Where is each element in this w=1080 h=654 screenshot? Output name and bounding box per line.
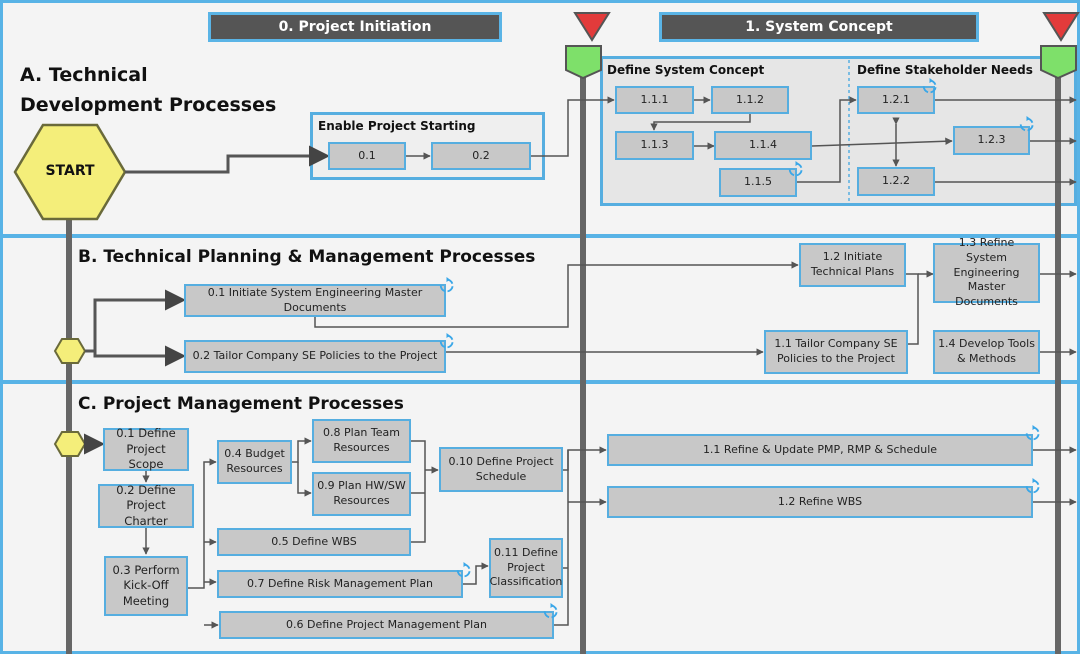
process-box-1-2-3[interactable]: 1.2.3 <box>953 126 1030 155</box>
gate-red-triangle-2 <box>1042 12 1080 42</box>
lane-a-title: A. Technical Development Processes <box>20 60 276 120</box>
process-box-1-2-2[interactable]: 1.2.2 <box>857 167 935 196</box>
gate-red-triangle-1 <box>573 12 611 42</box>
process-box-c-1-2[interactable]: 1.2 Refine WBS <box>607 486 1033 518</box>
process-box-b-1-3[interactable]: 1.3 Refine System Engineering Master Doc… <box>933 236 1040 308</box>
iteration-icon <box>1019 116 1034 132</box>
lane-b-hexagon <box>53 338 87 364</box>
iteration-icon <box>922 78 937 94</box>
process-box-c-0-1[interactable]: 0.1 Define Project Scope <box>103 426 189 471</box>
process-box-1-1-1[interactable]: 1.1.1 <box>615 86 694 114</box>
process-box-b-1-2[interactable]: 1.2 Initiate Technical Plans <box>799 243 906 287</box>
lane-c-title: C. Project Management Processes <box>78 394 404 414</box>
phase-header-project-initiation: 0. Project Initiation <box>208 12 502 42</box>
process-box-b-0-2[interactable]: 0.2 Tailor Company SE Policies to the Pr… <box>184 340 446 373</box>
process-box-1-1-3[interactable]: 1.1.3 <box>615 131 694 160</box>
process-box-b-0-1[interactable]: 0.1 Initiate System Engineering Master D… <box>184 284 446 317</box>
process-box-c-0-2[interactable]: 0.2 Define Project Charter <box>98 483 194 528</box>
process-box-1-1-5[interactable]: 1.1.5 <box>719 168 797 197</box>
iteration-icon <box>1025 425 1040 441</box>
process-box-1-2-1[interactable]: 1.2.1 <box>857 86 935 114</box>
process-box-1-1-2[interactable]: 1.1.2 <box>711 86 789 114</box>
group-enable-title: Enable Project Starting <box>318 119 476 133</box>
process-box-c-0-6[interactable]: 0.6 Define Project Management Plan <box>219 611 554 639</box>
process-box-c-0-9[interactable]: 0.9 Plan HW/SW Resources <box>312 472 411 516</box>
group-stakeholder-title: Define Stakeholder Needs <box>857 63 1033 77</box>
process-box-c-1-1[interactable]: 1.1 Refine & Update PMP, RMP & Schedule <box>607 434 1033 466</box>
process-box-1-1-4[interactable]: 1.1.4 <box>714 131 812 160</box>
phase-header-system-concept: 1. System Concept <box>659 12 979 42</box>
start-label: START <box>45 163 95 179</box>
process-box-0-2[interactable]: 0.2 <box>431 142 531 170</box>
process-box-c-0-4[interactable]: 0.4 Budget Resources <box>217 440 292 484</box>
lane-c-hexagon <box>53 431 87 457</box>
lane-a-title-line1: A. Technical <box>20 64 148 86</box>
process-box-b-1-4[interactable]: 1.4 Develop Tools & Methods <box>933 330 1040 374</box>
process-box-c-0-11[interactable]: 0.11 Define Project Classification <box>489 538 563 598</box>
gate-green-2 <box>1040 45 1077 80</box>
group-concept-title: Define System Concept <box>607 63 765 77</box>
gate-green-1 <box>565 45 602 80</box>
process-box-c-0-5[interactable]: 0.5 Define WBS <box>217 528 411 556</box>
process-box-c-0-10[interactable]: 0.10 Define Project Schedule <box>439 447 563 492</box>
process-box-c-0-3[interactable]: 0.3 Perform Kick-Off Meeting <box>104 556 188 616</box>
iteration-icon <box>439 277 454 293</box>
iteration-icon <box>1025 478 1040 494</box>
iteration-icon <box>543 603 558 619</box>
process-box-c-0-8[interactable]: 0.8 Plan Team Resources <box>312 419 411 463</box>
process-box-0-1[interactable]: 0.1 <box>328 142 406 170</box>
process-box-b-1-1[interactable]: 1.1 Tailor Company SE Policies to the Pr… <box>764 330 908 374</box>
lane-a-title-line2: Development Processes <box>20 94 277 116</box>
iteration-icon <box>439 333 454 349</box>
process-box-c-0-7[interactable]: 0.7 Define Risk Management Plan <box>217 570 463 598</box>
iteration-icon <box>456 562 471 578</box>
lane-b-title: B. Technical Planning & Management Proce… <box>78 247 536 267</box>
iteration-icon <box>788 161 803 177</box>
